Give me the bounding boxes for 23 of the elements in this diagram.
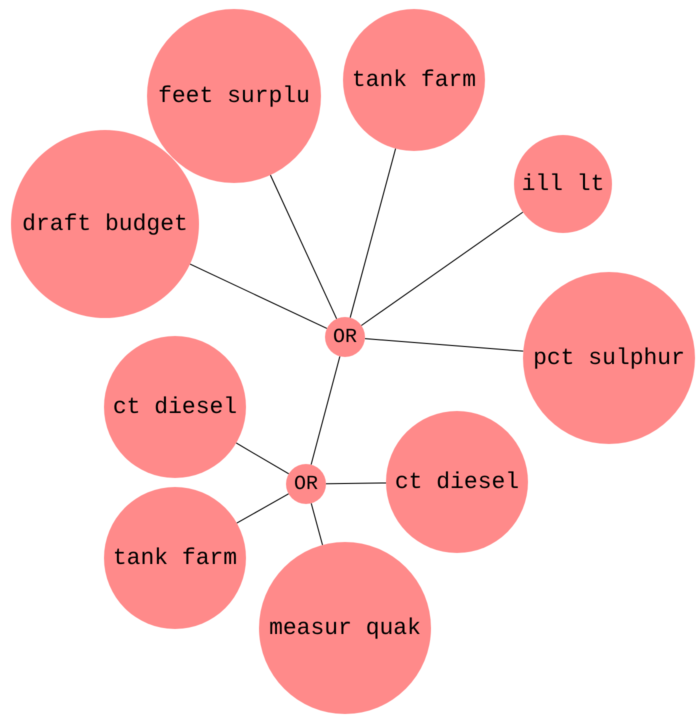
connector-line — [350, 148, 396, 318]
node-label: draft budget — [22, 211, 188, 237]
node-label: feet surplu — [158, 83, 310, 109]
connector-line — [236, 442, 290, 474]
node-label: tank farm — [112, 545, 238, 571]
node-label: tank farm — [352, 67, 476, 93]
operator-label: OR — [294, 472, 318, 496]
node-label: pct sulphur — [533, 345, 685, 371]
node-label: ct diesel — [394, 469, 520, 495]
connector-line — [190, 264, 328, 329]
node-label: measur quak — [269, 615, 421, 641]
operator-circle — [325, 317, 365, 357]
operator-circle — [286, 464, 326, 504]
connector-line — [326, 482, 386, 484]
node-label: ct diesel — [112, 394, 238, 420]
connector-line — [270, 174, 338, 320]
connector-line — [360, 212, 524, 326]
connector-line — [310, 502, 324, 546]
connector-line — [236, 493, 290, 524]
node-label: ill lt — [522, 171, 604, 197]
connector-line — [364, 338, 524, 352]
connector-line — [310, 356, 340, 466]
operator-label: OR — [332, 326, 357, 348]
